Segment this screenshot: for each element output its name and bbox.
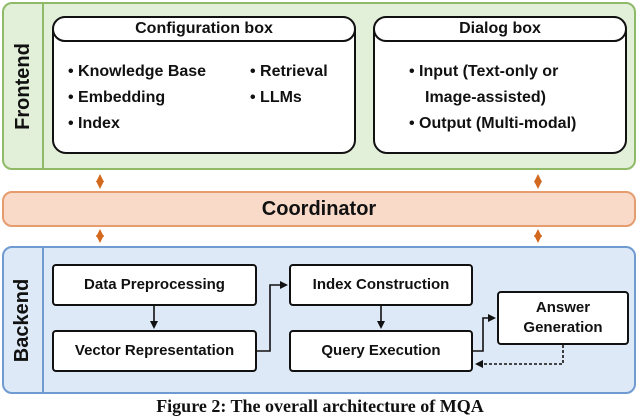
dialog-box-title: Dialog box: [373, 16, 627, 42]
arrow-answer-feedback: [475, 345, 564, 368]
index-construction-box: Index Construction: [289, 264, 473, 306]
bullet-input: • Input (Text-only or: [409, 63, 559, 80]
bullet-input-cont: Image-assisted): [425, 89, 546, 106]
connector-layer: [96, 174, 564, 368]
data-preprocessing-box: Data Preprocessing: [52, 264, 257, 306]
vector-representation-box: Vector Representation: [52, 330, 257, 372]
coordinator-bar: Coordinator: [2, 191, 636, 227]
backend-label: Backend: [4, 248, 44, 392]
bullet-output: • Output (Multi-modal): [409, 115, 577, 132]
configuration-box: Configuration box • Knowledge Base • Ret…: [52, 16, 356, 154]
arrow-vector-to-index: [257, 281, 288, 352]
dialog-box: Dialog box • Input (Text-only or Image-a…: [373, 16, 627, 154]
answer-generation-box: Answer Generation: [497, 291, 629, 345]
bullet-embedding: • Embedding: [68, 89, 166, 106]
bullet-llms: • LLMs: [250, 89, 302, 106]
query-execution-box: Query Execution: [289, 330, 473, 372]
bullet-knowledge-base: • Knowledge Base: [68, 63, 207, 80]
frontend-label: Frontend: [4, 4, 44, 168]
answer-generation-line2: Generation: [523, 319, 603, 336]
bullet-retrieval: • Retrieval: [250, 63, 328, 80]
arrow-query-to-answer: [473, 314, 496, 352]
answer-generation-line1: Answer: [535, 299, 591, 316]
bullet-index: • Index: [68, 115, 120, 132]
figure-caption: Figure 2: The overall architecture of MQ…: [156, 396, 484, 416]
configuration-box-title: Configuration box: [52, 16, 356, 42]
